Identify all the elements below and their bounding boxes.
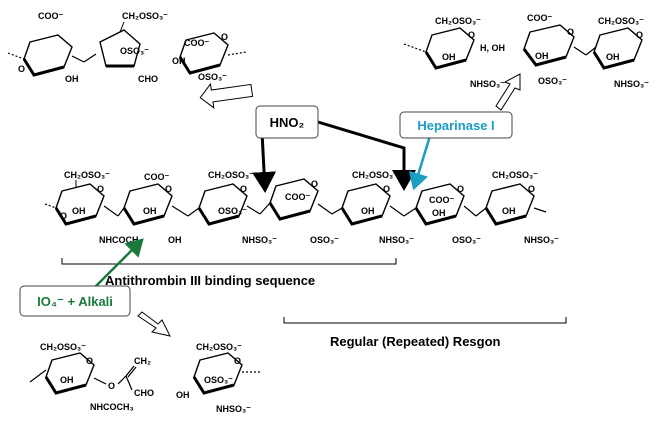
tl-cho: CHO [138,74,158,84]
tl-oh: OH [65,74,79,84]
tm-ho: OH [172,56,186,66]
tl-oso3: OSO₃⁻ [120,46,149,56]
tr2-o: O [567,27,574,37]
ring-glcns6s-2: CH₂OSO₃⁻ O OH NHSO₃⁻ [317,170,414,245]
ring1-nhcoch3: NHCOCH₃ [99,235,143,245]
ring2-o: O [165,184,172,194]
ring4-o: O [311,179,318,189]
bm-oso3: OSO₃⁻ [204,375,233,385]
tr1-nhso3: NHSO₃⁻ [470,79,505,89]
tr2-coo: COO⁻ [527,13,553,23]
hno2-product-left: COO⁻ O OH CH₂OSO₃⁻ OSO₃⁻ CHO COO⁻ O OH O… [7,11,247,84]
ring6-oh: OH [432,208,446,218]
bl-nhcoch3: NHCOCH₃ [90,402,134,412]
bl-o-link: O [108,381,115,391]
tr1-h-oh: H, OH [480,43,505,53]
heparinase-label: Heparinase I [417,118,494,133]
tl-ch2oso3: CH₂OSO₃⁻ [122,11,168,21]
tm-oso3: OSO₃⁻ [198,72,227,82]
heparinase-product-right: CH₂OSO₃⁻ O OH H, OH NHSO₃⁻ COO⁻ O OH OSO… [403,13,649,89]
periodate-box: IO₄⁻ + Alkali [19,285,131,317]
bl-oh: OH [60,375,74,385]
tl-o: O [18,64,25,74]
ring3-o: O [240,184,247,194]
antithrombin-bracket [61,258,397,265]
periodate-arrow [91,238,144,291]
heparinase-arrow [408,135,432,191]
bl-ch2: CH₂ [134,356,151,366]
bl-cho: CHO [134,388,154,398]
tr2-oso3: OSO₃⁻ [538,76,567,86]
bm-nhso3: NHSO₃⁻ [216,404,251,414]
hollow-arrow-to-right-product [495,73,521,111]
ring7-o: O [528,184,535,194]
antithrombin-label: Antithrombin III binding sequence [105,273,315,288]
main-chain: CH₂OSO₃⁻ O OH NHCOCH₃ O COO⁻ O OH OH CH₂… [44,170,559,245]
ring2-oh2: OH [168,235,182,245]
tr1-oh: OH [442,52,456,62]
ring-idoa: COO⁻ O OH OH [103,172,182,245]
tl-coo: COO⁻ [38,11,64,21]
ring4-oso3: OSO₃⁻ [310,235,339,245]
hollow-arrow-to-left-product [199,82,254,109]
ring-idoa2s: COO⁻ O OH OSO₃⁻ [389,183,481,245]
tm-coo: COO⁻ [184,38,210,48]
ring1-oh: OH [72,206,86,216]
ring6-coo: COO⁻ [429,195,455,205]
heparinase-box: Heparinase I [399,111,513,139]
hollow-arrow-to-bottom-product [137,311,171,337]
ring5-nhso3: NHSO₃⁻ [379,235,414,245]
tr1-o: O [468,30,475,40]
ring1-o: O [97,184,104,194]
periodate-product: CH₂OSO₃⁻ O OH NHCOCH₃ O CH₂ CHO CH₂OSO₃⁻… [29,342,262,414]
regular-region-bracket [283,317,567,324]
bm-o: O [234,356,241,366]
tr3-oh: OH [606,52,620,62]
ring1-ch2oso3: CH₂OSO₃⁻ [64,170,110,180]
ring6-o: O [457,184,464,194]
ring4-coo: COO⁻ [285,192,311,202]
ring2-coo: COO⁻ [144,172,170,182]
ring-glca: COO⁻ O OSO₃⁻ [246,178,339,245]
hno2-label: HNO₂ [270,115,305,130]
bm-ho: OH [176,390,190,400]
ring2-oh: OH [143,206,157,216]
ring-glcns6s-3: CH₂OSO₃⁻ O OH NHSO₃⁻ [463,170,559,245]
tr3-nhso3: NHSO₃⁻ [614,79,649,89]
ring5-o: O [383,184,390,194]
tr3-ch2oso3: CH₂OSO₃⁻ [598,16,644,26]
ring3-oso3: OSO₃⁻ [218,206,247,216]
hno2-arrow-right [317,120,416,191]
ring7-ch2oso3: CH₂OSO₃⁻ [492,170,538,180]
tr3-o: O [636,30,643,40]
ring7-oh: OH [502,206,516,216]
ring-glcnac: CH₂OSO₃⁻ O OH NHCOCH₃ O [44,170,143,245]
tr1-ch2oso3: CH₂OSO₃⁻ [435,16,481,26]
hno2-arrow-left [252,131,277,193]
periodate-label: IO₄⁻ + Alkali [37,294,113,309]
ring-glcns6s-1: CH₂OSO₃⁻ O OSO₃⁻ NHSO₃⁻ [171,170,277,245]
tr2-oh: OH [535,51,549,61]
hno2-arrows [252,120,416,193]
bl-o: O [86,356,93,366]
ring3-ch2oso3: CH₂OSO₃⁻ [208,170,254,180]
ring5-ch2oso3: CH₂OSO₃⁻ [352,170,398,180]
regular-region-label: Regular (Repeated) Resgon [330,334,501,349]
ring1-o-link: O [60,211,67,221]
ring3-nhso3: NHSO₃⁻ [242,235,277,245]
bl-ch2oso3: CH₂OSO₃⁻ [40,342,86,352]
bm-ch2oso3: CH₂OSO₃⁻ [196,342,242,352]
hno2-box: HNO₂ [255,105,319,139]
ring7-nhso3: NHSO₃⁻ [524,235,559,245]
ring5-oh: OH [361,206,375,216]
ring6-oso3: OSO₃⁻ [452,235,481,245]
tm-o: O [221,32,228,42]
